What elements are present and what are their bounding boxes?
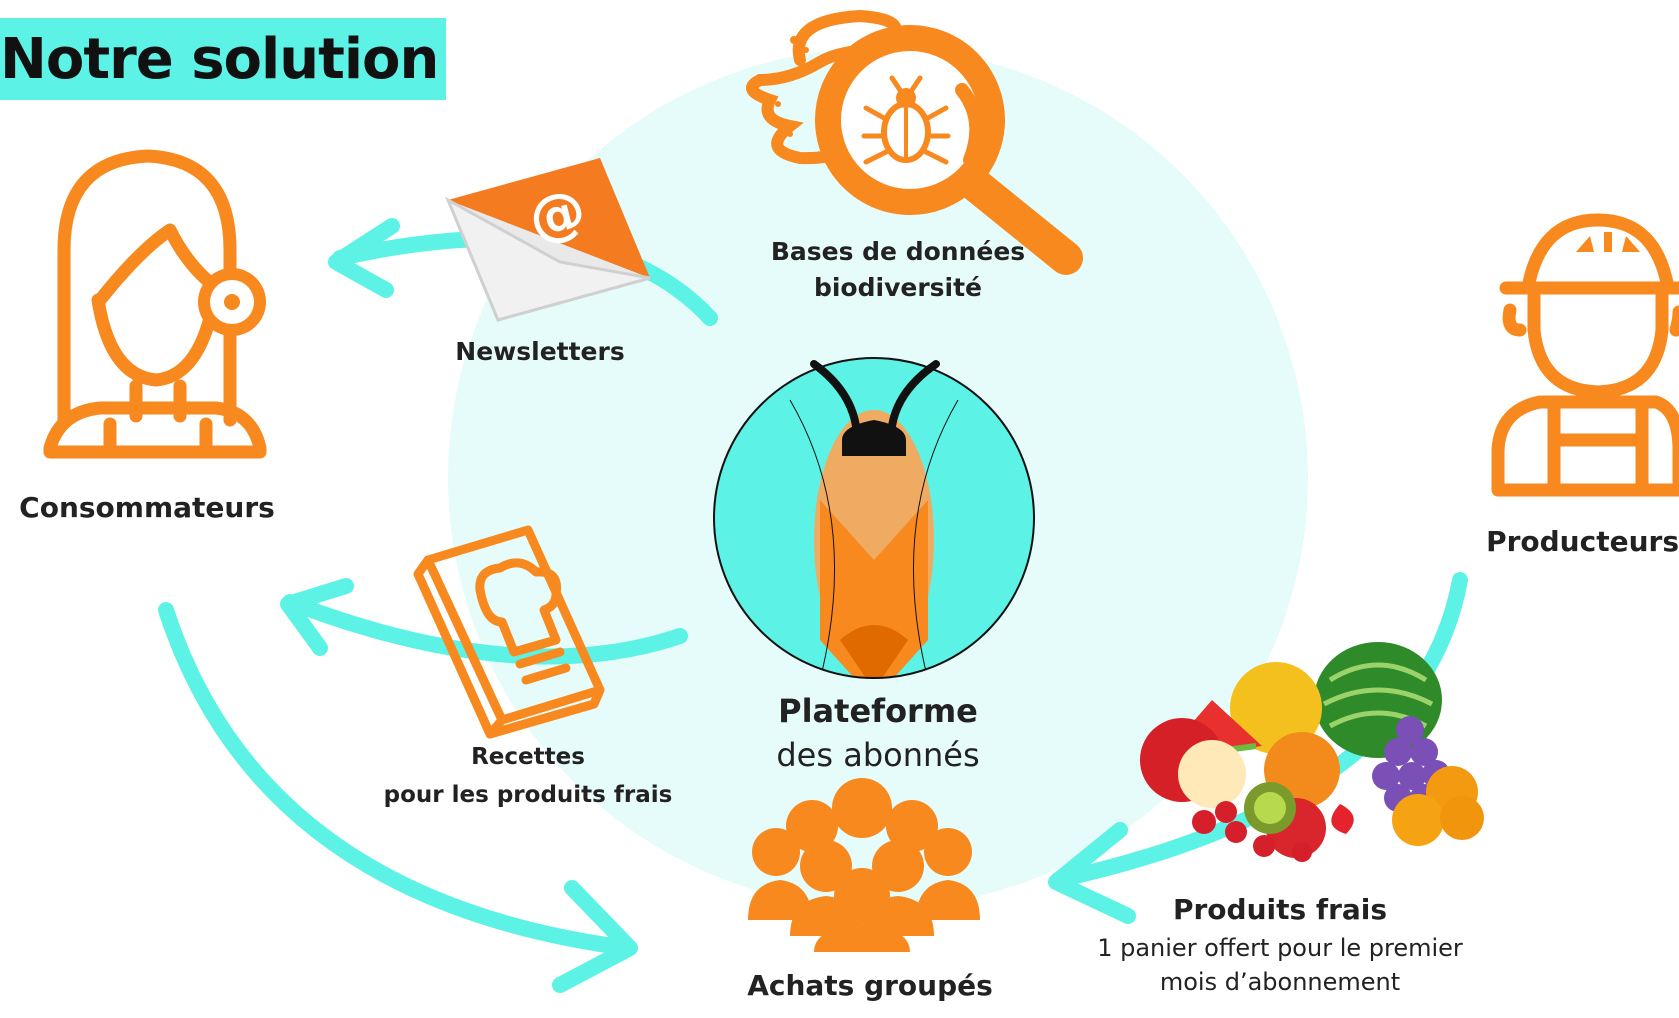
- flower-icon: [198, 268, 266, 336]
- producteurs-label: Producteurs: [1486, 525, 1679, 558]
- plateforme-label-line1: Plateforme: [778, 692, 978, 730]
- recettes-label-line2: pour les produits frais: [383, 782, 673, 808]
- fruits-icon: [1140, 642, 1484, 862]
- consommateurs-label: Consommateurs: [19, 491, 275, 524]
- woman-icon: [43, 149, 267, 459]
- achats-label: Achats groupés: [747, 969, 993, 1002]
- arrow-recettes-to-consommateurs: [280, 578, 688, 665]
- newsletters-label: Newsletters: [455, 337, 625, 366]
- group-people-icon: [748, 778, 980, 952]
- recettes-label-line1: Recettes: [471, 744, 585, 770]
- plateforme-label-line2: des abonnés: [776, 736, 980, 774]
- email-envelope-icon: @: [444, 158, 651, 322]
- worker-icon: [1491, 213, 1679, 497]
- cookbook-icon: [413, 525, 605, 739]
- bases-label-line2: biodiversité: [813, 273, 983, 302]
- insect-logo-icon: [713, 357, 1035, 679]
- page-title: Notre solution: [0, 18, 447, 100]
- produits-sub-line1: 1 panier offert pour le premier: [1097, 934, 1463, 962]
- magnifier-bug-icon: [746, 9, 1083, 275]
- produits-sub-line2: mois d’abonnement: [1159, 968, 1401, 996]
- bases-label-line1: Bases de données: [770, 237, 1026, 266]
- produits-label: Produits frais: [1172, 893, 1388, 926]
- arrow-consommateurs-to-achats: [158, 602, 638, 993]
- helmet-badge-icon: [1576, 232, 1640, 252]
